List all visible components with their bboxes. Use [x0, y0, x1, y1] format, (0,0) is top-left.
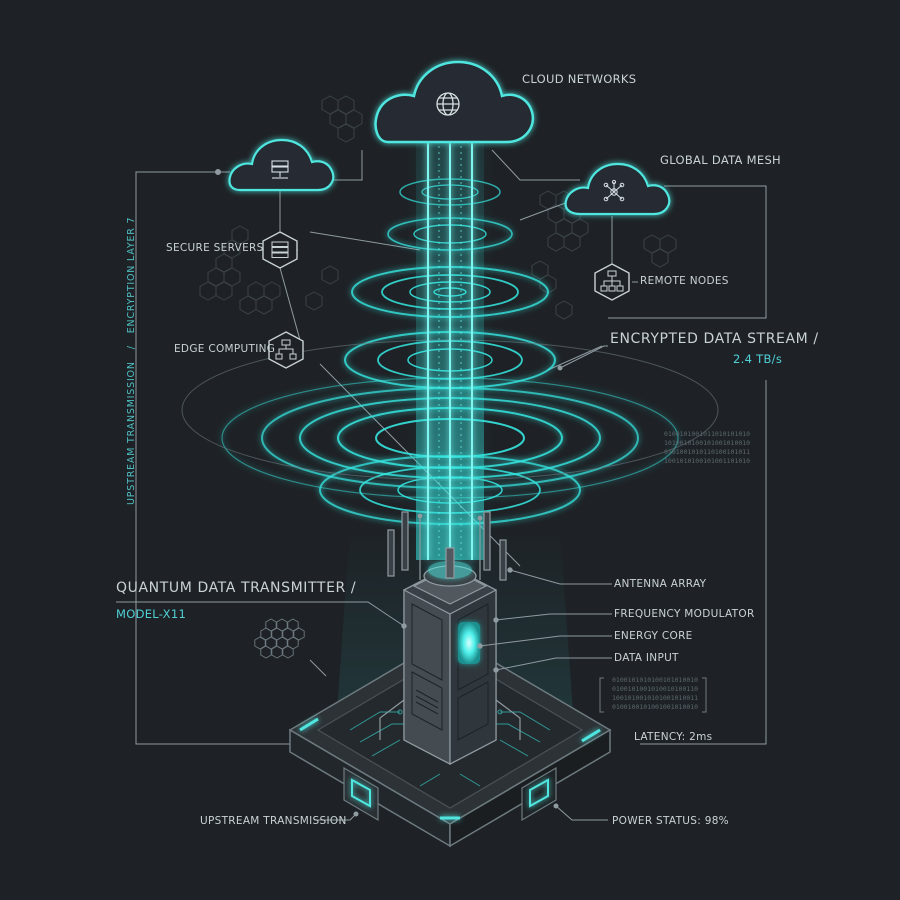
label-encrypted-stream-title: ENCRYPTED DATA STREAM /: [610, 331, 819, 347]
label-frequency-modulator: FREQUENCY MODULATOR: [614, 608, 755, 620]
label-latency: LATENCY: 2ms: [634, 731, 713, 743]
server-stack-icon: [271, 241, 289, 258]
label-energy-core: ENERGY CORE: [614, 630, 693, 642]
label-encrypted-stream-rate: 2.4 TB/s: [733, 352, 783, 366]
label-antenna-array: ANTENNA ARRAY: [614, 578, 707, 590]
globe-icon: [436, 92, 460, 116]
hierarchy-icon: [275, 339, 297, 360]
server-stack-icon: [271, 160, 289, 179]
callout-lines: [116, 345, 612, 821]
label-transmitter-title: QUANTUM DATA TRANSMITTER /: [116, 580, 357, 596]
network-mesh-icon: [603, 179, 625, 202]
vertical-text-separator: /: [126, 345, 137, 350]
energy-core: [458, 622, 480, 664]
hex-pattern: [199, 95, 677, 320]
remote-nodes-hex: [594, 263, 630, 301]
label-power-status: POWER STATUS: 98%: [612, 815, 729, 827]
left-cloud: [228, 138, 335, 192]
hex-pattern-small: [254, 618, 305, 659]
label-secure-servers: SECURE SERVERS: [166, 242, 264, 254]
edge-computing-hex: [268, 331, 304, 369]
binary-base-block: 0100101010100101010010 01001010010100101…: [612, 676, 699, 711]
binary-panel-bracket: [599, 677, 707, 713]
tower-body: [379, 561, 521, 765]
hierarchy-icon: [600, 270, 624, 292]
vertical-side-text: UPSTREAM TRANSMISSION / ENCRYPTION LAYER 7: [126, 217, 137, 505]
frame-lines: [135, 95, 767, 745]
binary-stream-block: 0100101001011010101010 10100101001010010…: [664, 430, 751, 465]
label-cloud-networks: CLOUD NETWORKS: [522, 72, 637, 86]
antenna-array: [387, 511, 507, 581]
label-data-input: DATA INPUT: [614, 652, 679, 664]
label-remote-nodes: REMOTE NODES: [640, 275, 729, 287]
vertical-text-encryption: ENCRYPTION LAYER 7: [126, 216, 137, 334]
vertical-text-upstream: UPSTREAM TRANSMISSION: [126, 361, 137, 505]
label-transmitter-model: MODEL-X11: [116, 607, 187, 621]
label-upstream-transmission: UPSTREAM TRANSMISSION: [200, 815, 347, 827]
label-global-data-mesh: GLOBAL DATA MESH: [660, 153, 781, 167]
cloud-networks-cloud: [374, 60, 535, 144]
label-edge-computing: EDGE COMPUTING: [174, 343, 276, 355]
secure-servers-hex: [262, 231, 298, 269]
data-beam: [416, 112, 484, 560]
